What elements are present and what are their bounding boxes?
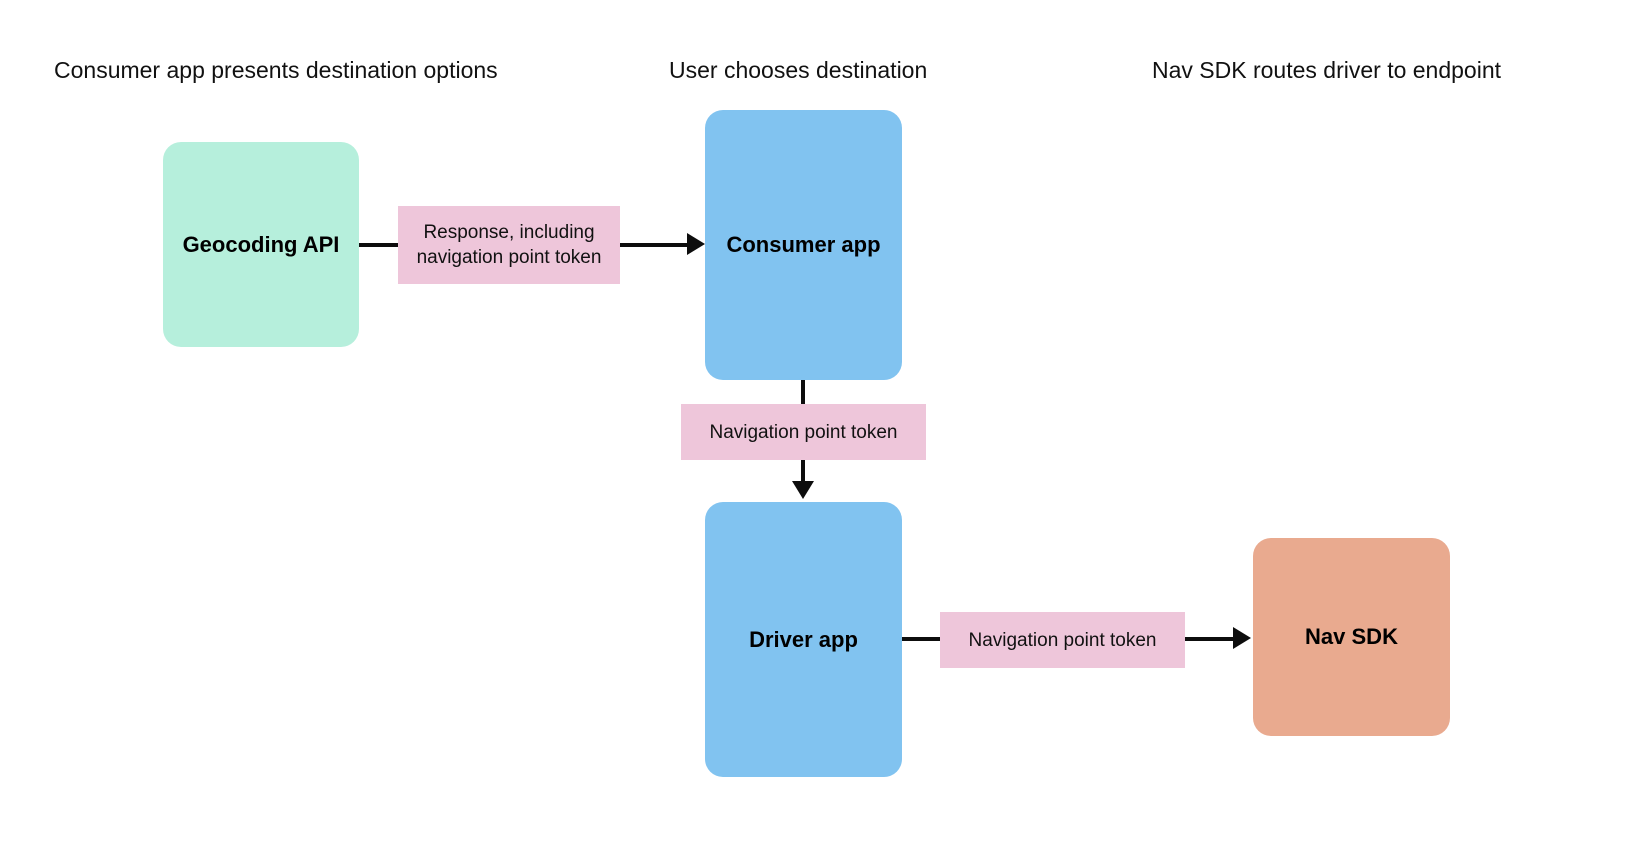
edge-label-navigation-point-token-driver-to-navsdk: Navigation point token [940,612,1185,668]
node-nav-sdk-label: Nav SDK [1305,624,1398,649]
node-consumer-app-label: Consumer app [726,232,881,257]
node-nav-sdk[interactable]: Nav SDK [1253,538,1450,736]
node-consumer-app[interactable]: Consumer app [705,110,902,380]
node-geocoding-api-label: Geocoding API [182,231,340,257]
arrowhead-consumer-to-driver-icon [792,481,814,499]
edge-label-response-including-navigation-point-token: Response, including navigation point tok… [398,206,620,284]
node-driver-app[interactable]: Driver app [705,502,902,777]
arrowhead-driver-to-navsdk-icon [1233,627,1251,649]
arrowhead-geocoding-to-consumer-icon [687,233,705,255]
edge-label-navtoken-mid-text: Navigation point token [709,421,898,443]
edge-label-navtoken-bottom-text: Navigation point token [968,629,1157,651]
column-header-consumer-app: Consumer app presents destination option… [54,57,498,83]
node-geocoding-api[interactable]: Geocoding API [163,142,359,347]
node-driver-app-label: Driver app [749,626,858,652]
column-header-nav-sdk: Nav SDK routes driver to endpoint [1152,57,1502,83]
column-header-user: User chooses destination [669,57,928,83]
edge-label-response-text: Response, including navigation point tok… [416,222,602,268]
edge-label-navigation-point-token-consumer-to-driver: Navigation point token [681,404,926,460]
